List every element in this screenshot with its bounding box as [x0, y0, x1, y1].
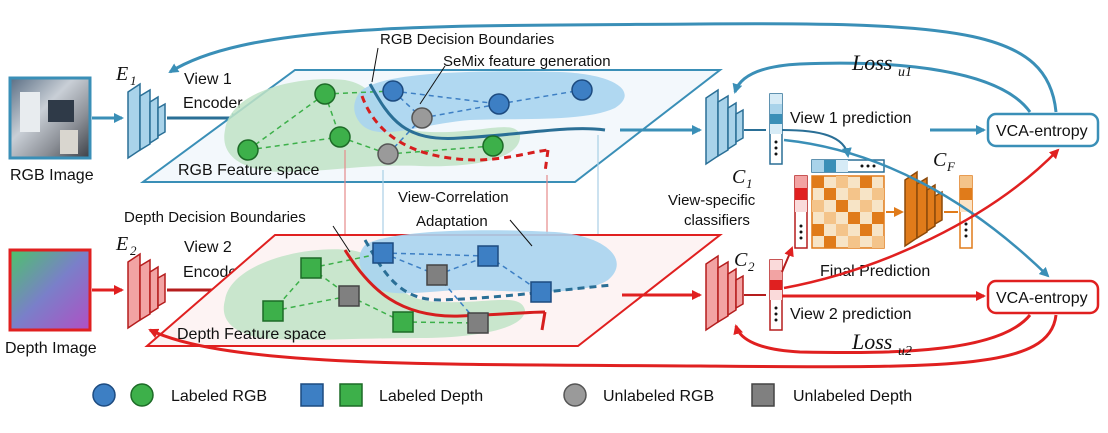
semix-pointer [419, 65, 446, 105]
view2-to-matrix-arrow [781, 246, 794, 273]
labeled-rgb-node [571, 79, 593, 101]
cf-symbol: C [933, 149, 947, 171]
vca-entropy-box-1 [986, 112, 1100, 148]
legend-gray-square [751, 383, 775, 407]
c1-symbol: C [732, 166, 746, 188]
depth-space-label: Depth Feature space [177, 326, 327, 343]
depth-image-label: Depth Image [5, 340, 97, 357]
c1-subscript: 1 [746, 176, 753, 191]
e1-subscript: 1 [130, 73, 137, 88]
unlabeled-depth-node [338, 285, 360, 307]
legend-gray-circle [563, 383, 587, 407]
view1-encoder-line1: View 1 [184, 71, 232, 88]
rgb-boundaries-label: RGB Decision Boundaries [380, 31, 554, 48]
depth-image [8, 248, 92, 332]
vca-entropy-box-2 [986, 279, 1100, 315]
rgb-image-label: RGB Image [10, 167, 94, 184]
e2-symbol: E [115, 233, 128, 255]
view2-prediction-vector [769, 259, 783, 331]
legend-unlabeled-depth: Unlabeled Depth [793, 388, 912, 405]
labeled-depth-node [392, 311, 414, 333]
depth-rgb-boundary-projection [363, 239, 613, 302]
e1-symbol: E [115, 63, 128, 85]
encoder-e1 [127, 82, 166, 160]
view2-prediction-column [794, 175, 808, 249]
view1-encoder-line2: Encoder [183, 95, 243, 112]
loss-u1-to-classifier1 [732, 61, 1032, 113]
view1-prediction-label: View 1 prediction [790, 110, 912, 127]
view1-prediction-transposed [811, 159, 885, 173]
cf-subscript: F [946, 159, 956, 174]
loss-u2-to-encoder2 [148, 314, 1058, 369]
rgb-image [8, 76, 92, 160]
classifier-c2 [705, 254, 744, 332]
unlabeled-rgb-node [377, 143, 399, 165]
e2-subscript: 2 [130, 243, 137, 258]
rgb-boundaries-pointer [371, 47, 379, 83]
final-prediction-vector [959, 175, 973, 249]
view1-to-entropy2 [783, 138, 1050, 278]
vca-entropy-label-1: VCA-entropy [996, 123, 1088, 140]
depth-boundary-tail [540, 311, 547, 331]
labeled-rgb-node [329, 126, 351, 148]
labeled-rgb-node [314, 83, 336, 105]
rgb-blue-edges [387, 89, 583, 155]
unlabeled-rgb-node [411, 107, 433, 129]
c2-symbol: C [734, 249, 748, 271]
encoder-e2 [127, 252, 166, 330]
labeled-depth-node [372, 242, 394, 264]
labeled-rgb-node [237, 139, 259, 161]
legend-unlabeled-rgb: Unlabeled RGB [603, 388, 714, 405]
vca-entropy-label-2: VCA-entropy [996, 290, 1088, 307]
legend-blue-circle [92, 383, 116, 407]
rgb-nodes [237, 79, 593, 165]
loss-u2-symbol: Loss [851, 329, 892, 354]
legend-blue-square [300, 383, 324, 407]
rgb-boundary-tail [543, 149, 550, 173]
loss-u2-subscript: u2 [898, 344, 912, 359]
labeled-depth-node [530, 281, 552, 303]
labeled-depth-node [300, 257, 322, 279]
legend-labeled-depth: Labeled Depth [379, 388, 483, 405]
legend: Labeled RGB Labeled Depth Unlabeled RGB … [92, 383, 912, 407]
rgb-decision-boundary [368, 83, 606, 140]
view-specific-line2: classifiers [684, 212, 750, 229]
depth-decision-boundary [343, 249, 546, 318]
legend-green-circle [130, 383, 154, 407]
vca-label-line1: View-Correlation [398, 189, 509, 206]
correlation-matrix [811, 175, 885, 249]
depth-boundaries-pointer [332, 225, 351, 253]
labeled-depth-node [477, 245, 499, 267]
loss-u2-to-classifier2 [733, 314, 1032, 355]
labeled-rgb-node [382, 80, 404, 102]
vca-pointer [509, 219, 533, 247]
vca-label-line2: Adaptation [416, 213, 488, 230]
loss-u1-subscript: u1 [898, 65, 912, 80]
view2-encoder-line1: View 2 [184, 239, 232, 256]
loss-u1-symbol: Loss [851, 50, 892, 75]
depth-boundaries-label: Depth Decision Boundaries [124, 209, 306, 226]
legend-green-square [339, 383, 363, 407]
semix-label: SeMix feature generation [443, 53, 611, 70]
view2-prediction-label: View 2 prediction [790, 306, 912, 323]
rgb-space-label: RGB Feature space [178, 162, 320, 179]
unlabeled-depth-node [467, 312, 489, 334]
labeled-depth-node [262, 300, 284, 322]
view2-to-entropy1 [783, 148, 1060, 290]
labeled-rgb-node [488, 93, 510, 115]
loss-u1-to-encoder1 [168, 22, 1058, 113]
unlabeled-depth-node [426, 264, 448, 286]
depth-nodes [262, 242, 552, 334]
view1-prediction-vector [769, 93, 783, 165]
classifier-c1 [705, 88, 744, 166]
view-specific-line1: View-specific [668, 192, 756, 209]
legend-labeled-rgb: Labeled RGB [171, 388, 267, 405]
final-prediction-label: Final Prediction [820, 263, 930, 280]
labeled-rgb-node [482, 135, 504, 157]
view1-to-matrix-arrow [781, 129, 852, 158]
c2-subscript: 2 [748, 259, 755, 274]
classifier-cf [904, 170, 943, 248]
